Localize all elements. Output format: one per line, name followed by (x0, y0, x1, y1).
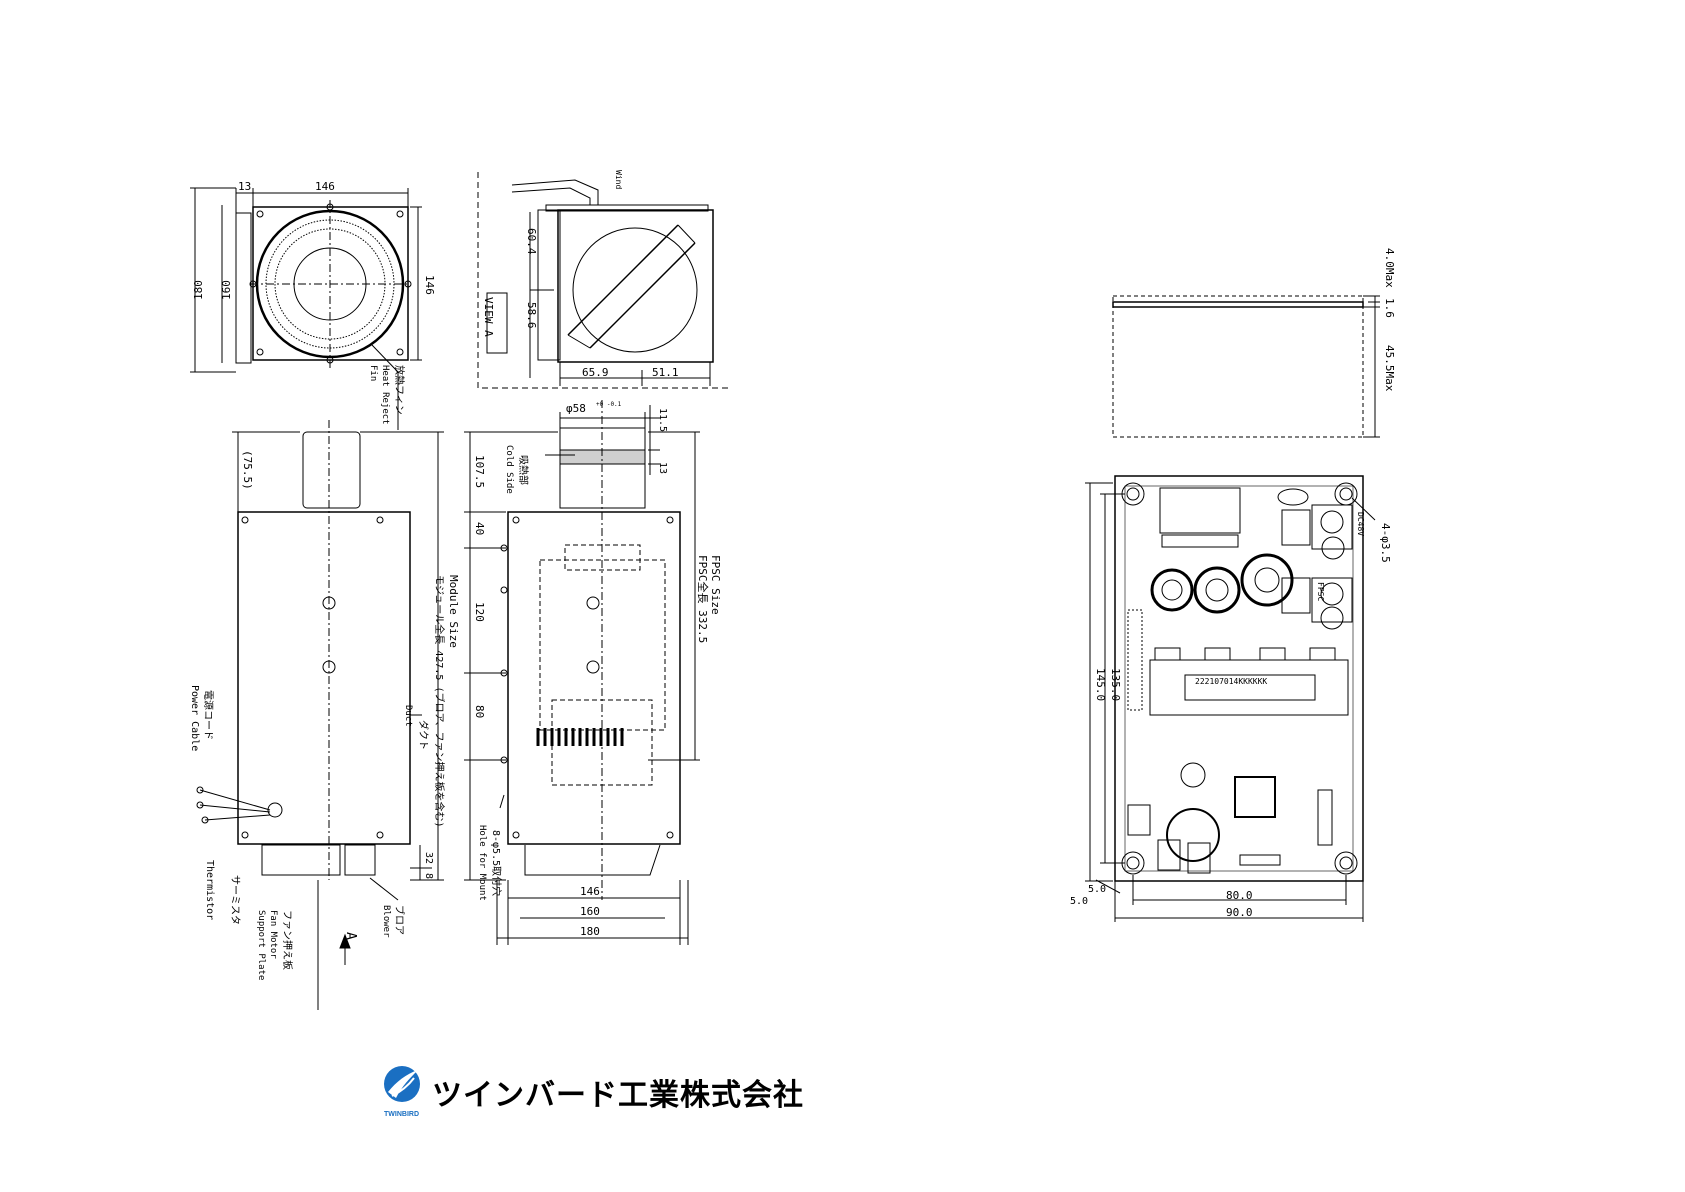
company-logo: TWINBIRD ツインバード工業株式会社 (382, 1064, 803, 1124)
dim-w3: 180 (580, 925, 600, 938)
pcb-barcode-text: 222107014KKKKKK (1195, 677, 1267, 686)
thermistor-en: Thermistor (204, 860, 215, 920)
dim-bottom-a: 32 (423, 852, 434, 864)
fin-label-en1: Heat Reject (380, 365, 390, 425)
dim-left: 65.9 (582, 366, 609, 379)
blower-jp: ブロア (393, 905, 406, 935)
pcb-connector-dc: DC48V (1356, 512, 1365, 536)
dim-d1: 11.5 (657, 408, 668, 432)
pcb-dim-h1: 135.0 (1109, 668, 1122, 701)
holes-jp: 8-φ5.5取付穴 (490, 830, 503, 896)
dim-side-height: 146 (423, 275, 436, 295)
duct-en: Duct (403, 705, 413, 727)
front-view (464, 400, 700, 945)
dim-d5: 120 (473, 602, 486, 622)
wind-label: Wind (614, 170, 623, 189)
fan-plate-jp: ファン押え板 (281, 910, 294, 970)
dim-overall-height: 180 (192, 280, 205, 300)
fpsc-size-jp: FPSC全長 332.5 (696, 555, 710, 643)
pcb-hole-spec: 4-φ3.5 (1379, 523, 1392, 563)
diameter-tolerance: +0 -0.1 (596, 401, 622, 408)
pcb-top-view (1085, 475, 1376, 922)
dim-d3: 107.5 (473, 455, 486, 488)
module-size-en: Module Size (447, 575, 460, 648)
pcb-dim-w2: 90.0 (1226, 906, 1253, 919)
pcb-dim-w1: 80.0 (1226, 889, 1253, 902)
fan-plate-en1: Fan Motor (268, 910, 278, 959)
dim-d4: 40 (473, 522, 486, 535)
dim-d6: 80 (473, 705, 486, 718)
thermistor-jp: サーミスタ (229, 875, 241, 925)
pcb-dim-m1: 5.0 (1088, 884, 1106, 895)
cold-side-jp: 吸熱部 (517, 455, 530, 485)
dim-d2: 13 (657, 462, 668, 474)
twinbird-bird-icon (384, 1066, 420, 1102)
side-view (196, 420, 444, 1010)
dim-w2: 160 (580, 905, 600, 918)
top-view (190, 187, 422, 430)
power-cable-jp: 電源コード (202, 690, 215, 740)
company-name: ツインバード工業株式会社 (432, 1078, 804, 1113)
fin-label-en2: Fin (368, 365, 378, 381)
view-a (477, 172, 732, 389)
dim-right: 51.1 (652, 366, 679, 379)
pcb-connector-fpsc: FPSC (1316, 582, 1325, 601)
brand-subtext: TWINBIRD (384, 1111, 419, 1118)
cold-side-en: Cold Side (504, 445, 514, 494)
pcb-dim-m2: 5.0 (1070, 896, 1088, 907)
fpsc-size-en: FPSC Size (709, 555, 722, 615)
pcb-dim-h2: 145.0 (1094, 668, 1107, 701)
view-a-label: VIEW A (482, 297, 495, 337)
dim-top-width: 146 (315, 180, 335, 193)
fin-label-jp: 放熱フィン (393, 365, 406, 415)
dim-top-75: (75.5) (241, 450, 254, 490)
holes-en: Hole for Mount (477, 825, 487, 901)
dim-lower: 58.6 (525, 302, 538, 329)
pcb-max-dim: 4.0Max (1383, 248, 1396, 288)
fan-plate-en2: Support Plate (256, 910, 266, 980)
blower-en: Blower (381, 905, 391, 938)
pcb-height-max: 45.5Max (1383, 345, 1396, 392)
pcb-side-view (1112, 295, 1380, 438)
power-cable-en: Power Cable (189, 685, 200, 751)
module-size-jp: モジュール全長 427.5 (ブロア、ファン押え板を含む) (433, 575, 446, 827)
dim-upper: 60.4 (525, 228, 538, 255)
dim-flange: 13 (238, 180, 251, 193)
duct-jp: ダクト (417, 720, 430, 750)
diameter-label: φ58 (566, 402, 586, 415)
view-arrow-label: A (343, 932, 358, 940)
dim-bottom-b: 8 (423, 873, 434, 879)
dim-inner-height: 160 (220, 280, 233, 300)
pcb-thickness: 1.6 (1383, 298, 1396, 318)
dim-w1: 146 (580, 885, 600, 898)
